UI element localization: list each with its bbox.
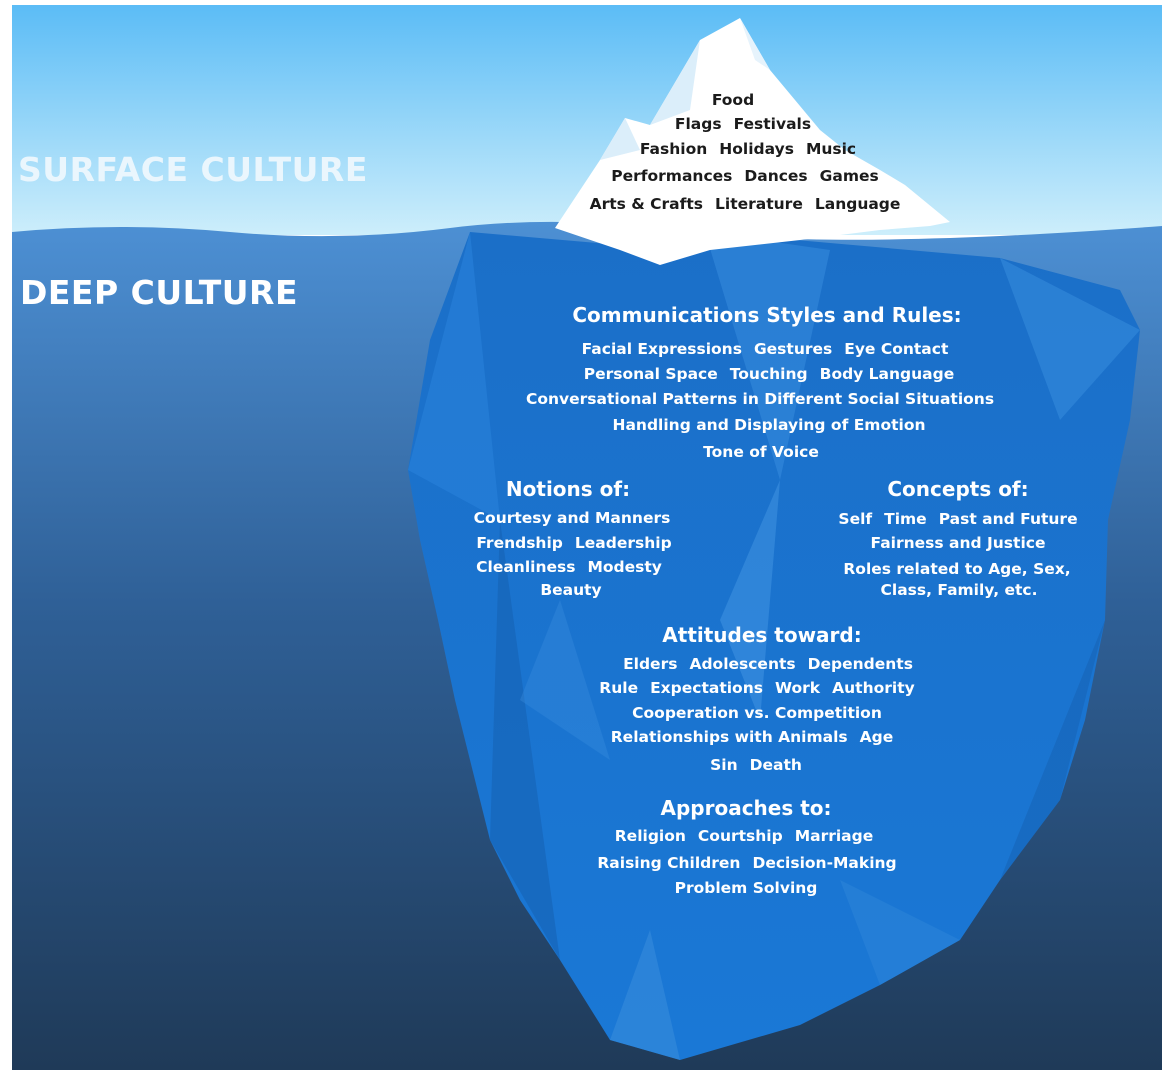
communication-item: Conversational Patterns in Different Soc… (525, 390, 995, 408)
communication-item: Handling and Displaying of Emotion (612, 416, 926, 434)
concepts-item: Self (838, 510, 873, 528)
notions-item: Leadership (574, 534, 672, 552)
surface-row: Fashion Holidays Music (634, 140, 862, 158)
surface-row: Flags Festivals (669, 115, 817, 133)
surface-row: Arts & Crafts Literature Language (584, 195, 907, 213)
attitudes-item: Expectations (650, 679, 763, 697)
attitudes-item: Death (749, 756, 802, 774)
communication-item: Body Language (819, 365, 955, 383)
approaches-row: Raising Children Decision-Making (591, 854, 902, 873)
notions-row: Beauty (534, 581, 607, 600)
attitudes-item: Age (859, 728, 894, 746)
surface-row: Performances Dances Games (605, 167, 885, 185)
concepts-item: Fairness and Justice (870, 534, 1046, 552)
attitudes-item: Adolescents (689, 655, 796, 673)
notions-heading: Notions of: (505, 477, 631, 501)
attitudes-item: Work (774, 679, 821, 697)
communication-item: Personal Space (583, 365, 718, 383)
notions-row: Cleanliness Modesty (470, 558, 668, 577)
concepts-item: Past and Future (938, 510, 1078, 528)
communication-item: Tone of Voice (703, 443, 819, 461)
attitudes-row: Sin Death (704, 756, 808, 775)
communication-item: Facial Expressions (581, 340, 742, 358)
communication-heading: Communications Styles and Rules: (572, 303, 962, 327)
communication-row: Personal Space Touching Body Language (578, 365, 961, 384)
communication-item: Gestures (753, 340, 833, 358)
attitudes-item: Rule (599, 679, 639, 697)
notions-item: Beauty (540, 581, 602, 599)
attitudes-row: Cooperation vs. Competition (626, 704, 888, 723)
attitudes-item: Sin (710, 756, 738, 774)
attitudes-row: Relationships with Animals Age (605, 728, 900, 747)
notions-item: Modesty (587, 558, 662, 576)
communication-item: Touching (729, 365, 808, 383)
approaches-item: Raising Children (597, 854, 741, 872)
iceberg-underwater (408, 232, 1140, 1060)
iceberg-tip (555, 18, 950, 265)
surface-culture-label: SURFACE CULTURE (18, 150, 368, 189)
notions-row: Frendship Leadership (470, 534, 677, 553)
concepts-item: Roles related to Age, Sex, (843, 560, 1071, 578)
communication-row: Facial Expressions Gestures Eye Contact (576, 340, 955, 359)
approaches-row: Religion Courtship Marriage (609, 827, 880, 846)
concepts-item: Class, Family, etc. (880, 581, 1038, 599)
surface-item: Performances (611, 167, 733, 185)
attitudes-item: Elders (623, 655, 678, 673)
concepts-heading: Concepts of: (887, 477, 1029, 501)
attitudes-item: Authority (832, 679, 915, 697)
surface-item: Dances (744, 167, 808, 185)
surface-item: Flags (674, 115, 722, 133)
attitudes-row: Rule Expectations Work Authority (593, 679, 920, 698)
attitudes-row: Elders Adolescents Dependents (617, 655, 919, 674)
approaches-heading: Approaches to: (660, 796, 832, 820)
surface-item: Language (814, 195, 901, 213)
communication-item: Eye Contact (844, 340, 949, 358)
approaches-item: Problem Solving (674, 879, 818, 897)
deep-culture-label: DEEP CULTURE (20, 273, 298, 312)
surface-item: Fashion (639, 140, 708, 158)
surface-item: Literature (715, 195, 803, 213)
surface-item: Festivals (733, 115, 812, 133)
communication-row: Handling and Displaying of Emotion (606, 416, 931, 435)
approaches-item: Religion (614, 827, 686, 845)
surface-row: Food (706, 91, 760, 109)
surface-item: Food (711, 91, 755, 109)
approaches-item: Decision-Making (752, 854, 897, 872)
surface-item: Games (819, 167, 879, 185)
attitudes-heading: Attitudes toward: (662, 623, 862, 647)
surface-item: Music (805, 140, 857, 158)
concepts-row: Self Time Past and Future (832, 510, 1083, 529)
concepts-item: Time (884, 510, 927, 528)
notions-row: Courtesy and Manners (468, 509, 677, 528)
approaches-item: Courtship (697, 827, 783, 845)
attitudes-item: Relationships with Animals (610, 728, 848, 746)
notions-item: Frendship (476, 534, 563, 552)
communication-row: Tone of Voice (697, 443, 825, 462)
communication-row: Conversational Patterns in Different Soc… (520, 390, 1000, 409)
approaches-item: Marriage (794, 827, 874, 845)
concepts-row: Roles related to Age, Sex, (837, 560, 1076, 579)
surface-item: Arts & Crafts (589, 195, 704, 213)
concepts-row: Fairness and Justice (865, 534, 1052, 553)
concepts-row: Class, Family, etc. (875, 581, 1044, 600)
notions-item: Courtesy and Manners (473, 509, 671, 527)
attitudes-item: Dependents (807, 655, 913, 673)
surface-item: Holidays (719, 140, 794, 158)
approaches-row: Problem Solving (669, 879, 824, 898)
notions-item: Cleanliness (476, 558, 576, 576)
attitudes-item: Cooperation vs. Competition (632, 704, 882, 722)
